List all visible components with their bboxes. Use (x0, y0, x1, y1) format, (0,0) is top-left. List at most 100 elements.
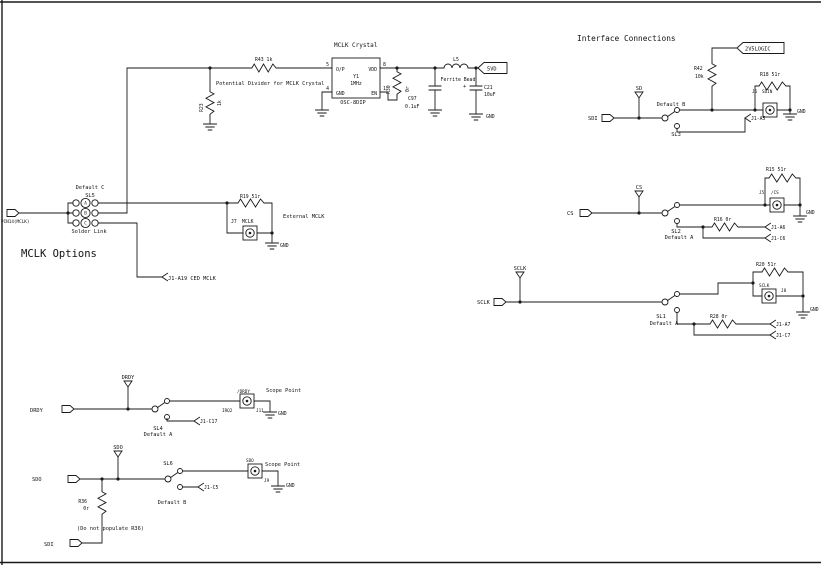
power-tag-2v5logic (736, 42, 785, 54)
resistor-r18 (756, 81, 789, 91)
gnd-symbol (783, 113, 797, 121)
net-flag-cs (634, 190, 644, 198)
port-label-drdy: DRDY (30, 408, 44, 414)
jack-ref-j5: J5 (759, 190, 765, 196)
sl5-default: Default C (76, 185, 105, 191)
offpage-arrow (764, 222, 771, 232)
jack-ref-j8: J8 (781, 288, 787, 294)
section-interface-sclk: SCLK SCLK SL1 Default A R20 51r SCLK J8 … (477, 262, 819, 340)
resistor-label-r15: R15 51r (766, 167, 786, 173)
osc-pin-name-gnd: GND (336, 91, 345, 97)
gnd-symbol (203, 123, 217, 131)
inductor-ref-l5: L5 (453, 57, 459, 63)
wire (73, 386, 271, 422)
sl5-ref: SL5 (85, 193, 95, 199)
section-title: Interface Connections (577, 34, 676, 43)
port-label-sdi-bottom: SDI (44, 542, 54, 548)
offpage-arrow (744, 113, 751, 123)
net-flag-sclk (515, 271, 525, 279)
sl4-default: Default A (144, 432, 174, 438)
resistor-r20 (759, 267, 791, 277)
section-title: MCLK Options (21, 248, 97, 260)
section-drdy: DRDY DRDY SL4 Default A /DRDY IRQ2 J11 S… (30, 375, 301, 438)
resistor-label-r43: R43 1k (255, 57, 272, 63)
gnd-label: GND (486, 114, 495, 120)
note-scope-point: Scope Point (266, 388, 301, 394)
osc-freq: 1MHz (350, 81, 362, 87)
oscillator-body (331, 57, 381, 99)
resistor-label-r19: R19 51r (240, 194, 260, 200)
resistor-ref-r23: R23 (199, 103, 205, 112)
gnd-symbol (315, 109, 329, 117)
resistor-r30 (392, 69, 402, 97)
wire (18, 202, 273, 278)
osc-pin-num-op: 5 (326, 62, 329, 68)
resistor-r36 (97, 489, 107, 517)
wire (591, 177, 801, 239)
port-tag-sdo (67, 475, 81, 483)
gnd-label: GND (806, 210, 815, 216)
gnd-symbol (469, 113, 483, 121)
offpage-label-j1a19: J1-A19 CED MCLK (168, 276, 217, 282)
power-label-5vd: 5VD (487, 67, 497, 73)
resistor-r15 (766, 173, 799, 183)
note-scope-point: Scope Point (265, 462, 300, 468)
wire (79, 456, 279, 544)
section-mclk-crystal: MCLK Crystal R43 1k Potential Divider fo… (126, 42, 508, 214)
offpage-arrow (769, 330, 776, 340)
solder-link-sl1 (661, 291, 680, 313)
solder-link-sl2 (661, 202, 680, 224)
power-label-2v5logic: 2V5LOGIC (745, 47, 771, 53)
resistor-r19 (235, 198, 267, 208)
osc-pin-name-op: O/P (336, 67, 345, 73)
cap-ref-c21: C21 (484, 85, 493, 91)
jack-j7 (242, 225, 258, 241)
gnd-label: GND (278, 411, 287, 417)
resistor-value-r36: 0r (83, 506, 89, 512)
cap-polarity-c21: + (463, 84, 466, 90)
gnd-symbol (263, 411, 277, 419)
note-solder-link: Solder Link (71, 229, 107, 235)
offpage-label-j1a6: J1-A6 (771, 225, 786, 231)
osc-pin-name-vdd: VDD (368, 67, 377, 73)
resistor-r43 (249, 63, 279, 73)
sl1-default: Default A (650, 321, 680, 327)
cap-value-c97: 0.1uF (405, 104, 420, 110)
jack-j5 (769, 197, 785, 213)
resistor-label-r18: R18 51r (760, 72, 780, 78)
jack-ref-j11: J11 (256, 408, 264, 414)
jack-j9 (247, 463, 263, 479)
flag-label-drdy: DRDY (122, 375, 136, 381)
resistor-label-r20: R20 51r (756, 262, 776, 268)
gnd-label: GND (810, 307, 819, 313)
wire (126, 67, 483, 214)
junction-dots (66, 66, 805, 481)
ferrite-bead-l5 (443, 63, 469, 69)
gnd-label: GND (280, 243, 289, 249)
sl1-ref: SL1 (656, 314, 666, 320)
resistor-value-r30: 0r (405, 86, 411, 92)
jack-signal-j11: IRQ2 (222, 408, 233, 414)
osc-package: OSC-8DIP (340, 100, 366, 106)
sl4-ref: SL4 (153, 426, 163, 432)
resistor-label-r16: R16 0r (714, 217, 731, 223)
section-sdo: SDO SDO SL6 Default B SDO J9 Scope Point… (32, 445, 300, 548)
offpage-arrow (197, 482, 204, 492)
cap-value-c21: 10uF (484, 92, 496, 98)
section-mclk-options: PIN14(MCLK) MCLK Options Default C SL5 A… (1, 185, 325, 282)
jack-name-j9: SDO (246, 458, 254, 464)
offpage-label-j1a5: J1-A5 (751, 116, 766, 122)
flag-label-sd: SD (636, 86, 642, 92)
sl5-option-c: C (84, 221, 87, 227)
section-title: MCLK Crystal (334, 42, 378, 49)
jack-ref-j7: J7 (231, 219, 237, 225)
note-external-mclk: External MCLK (283, 214, 325, 220)
solder-link-sl5 (72, 197, 99, 229)
offpage-label-j1c17: J1-C17 (200, 419, 217, 425)
note-do-not-populate: (Do not populate R36) (77, 526, 144, 532)
sl6-default: Default B (158, 500, 187, 506)
jack-name-j7: MCLK (242, 219, 254, 225)
port-label-cs: CS (567, 211, 573, 217)
